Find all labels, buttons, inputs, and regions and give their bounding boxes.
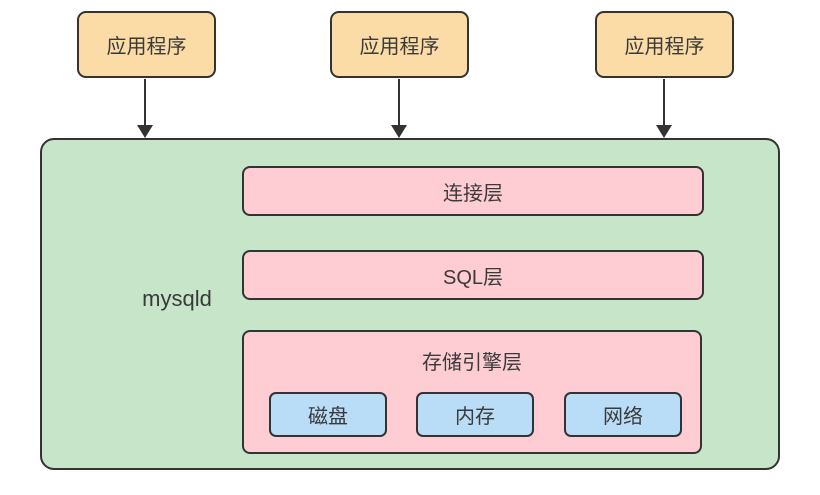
app-box-3: 应用程序 [595, 11, 734, 78]
app-box-3-label: 应用程序 [624, 36, 705, 58]
resource-network-label: 网络 [603, 406, 643, 428]
arrow-app-3-to-mysqld [656, 79, 672, 138]
app-box-2-label: 应用程序 [359, 36, 440, 58]
resource-memory: 内存 [416, 392, 534, 437]
layer-storage-engine: 存储引擎层 磁盘 内存 网络 [242, 330, 702, 454]
arrow-app-2-to-mysqld [391, 79, 407, 138]
resource-memory-label: 内存 [455, 406, 495, 428]
arrow-stem [398, 79, 400, 125]
arrow-head-icon [137, 125, 153, 138]
resource-disk: 磁盘 [269, 392, 387, 437]
layer-storage-engine-label: 存储引擎层 [422, 352, 522, 374]
arrow-app-1-to-mysqld [137, 79, 153, 138]
arrow-stem [144, 79, 146, 125]
app-box-2: 应用程序 [330, 11, 469, 78]
layer-connection: 连接层 [242, 166, 704, 216]
arrow-stem [663, 79, 665, 125]
resource-disk-label: 磁盘 [308, 406, 348, 428]
mysqld-label: mysqld [142, 286, 212, 311]
layer-connection-label: 连接层 [443, 182, 503, 205]
resource-network: 网络 [564, 392, 682, 437]
app-box-1: 应用程序 [77, 11, 216, 78]
app-box-1-label: 应用程序 [106, 36, 187, 58]
mysqld-container: mysqld 连接层 SQL层 存储引擎层 磁盘 内存 网络 [40, 138, 780, 470]
layer-sql: SQL层 [242, 250, 704, 300]
layer-sql-label: SQL层 [442, 266, 504, 289]
arrow-head-icon [656, 125, 672, 138]
arrow-head-icon [391, 125, 407, 138]
